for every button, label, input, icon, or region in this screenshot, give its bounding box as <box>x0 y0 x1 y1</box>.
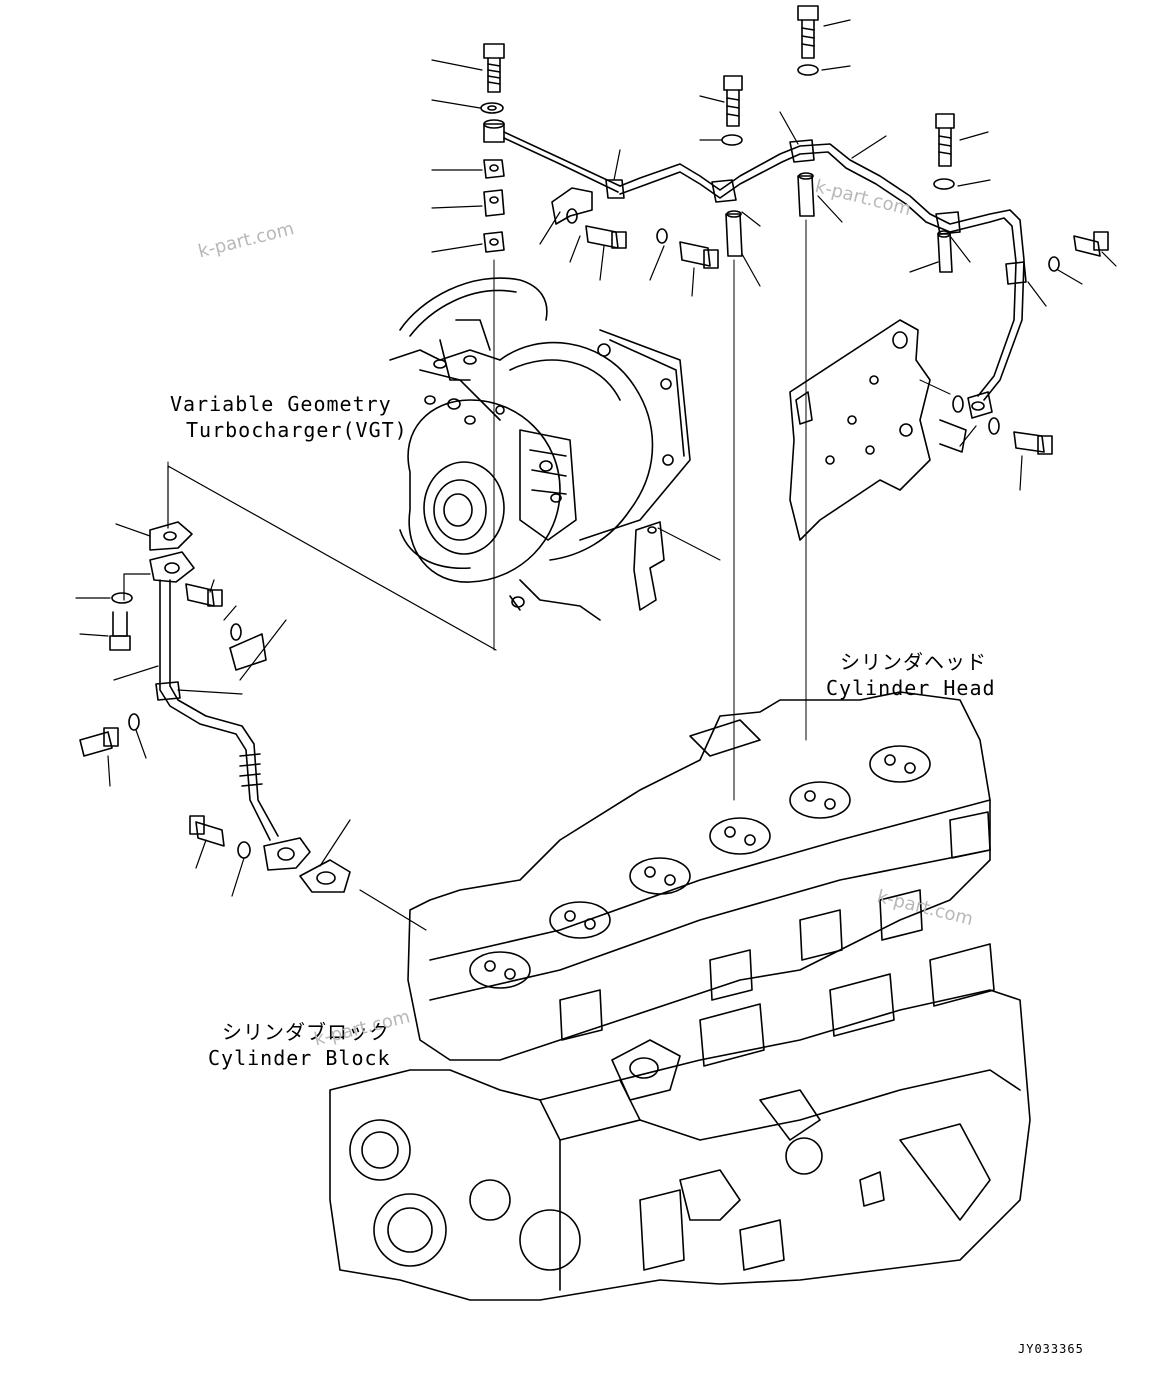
vgt-label-line2: Turbocharger(VGT) <box>186 418 408 442</box>
left-bolt-stack <box>431 43 621 253</box>
cylinder-block <box>329 943 1031 1301</box>
drawing-code: JY033365 <box>1018 1342 1084 1356</box>
top-oil-pipe <box>605 139 1027 419</box>
cylinder-head <box>407 691 991 1061</box>
valve-groups <box>469 745 931 989</box>
right-bracket-plate <box>789 319 967 541</box>
turbocharger <box>389 219 807 801</box>
cylinder-head-label-en: Cylinder Head <box>826 676 996 700</box>
cylinder-block-label-en: Cylinder Block <box>208 1046 391 1070</box>
vgt-label-line1: Variable Geometry <box>170 392 392 416</box>
cylinder-block-label-jp: シリンダブロック <box>222 1020 390 1044</box>
cylinder-head-label-jp: シリンダヘッド <box>840 650 987 674</box>
top-bolts <box>539 5 1117 491</box>
drain-pipe-assembly <box>75 465 497 931</box>
